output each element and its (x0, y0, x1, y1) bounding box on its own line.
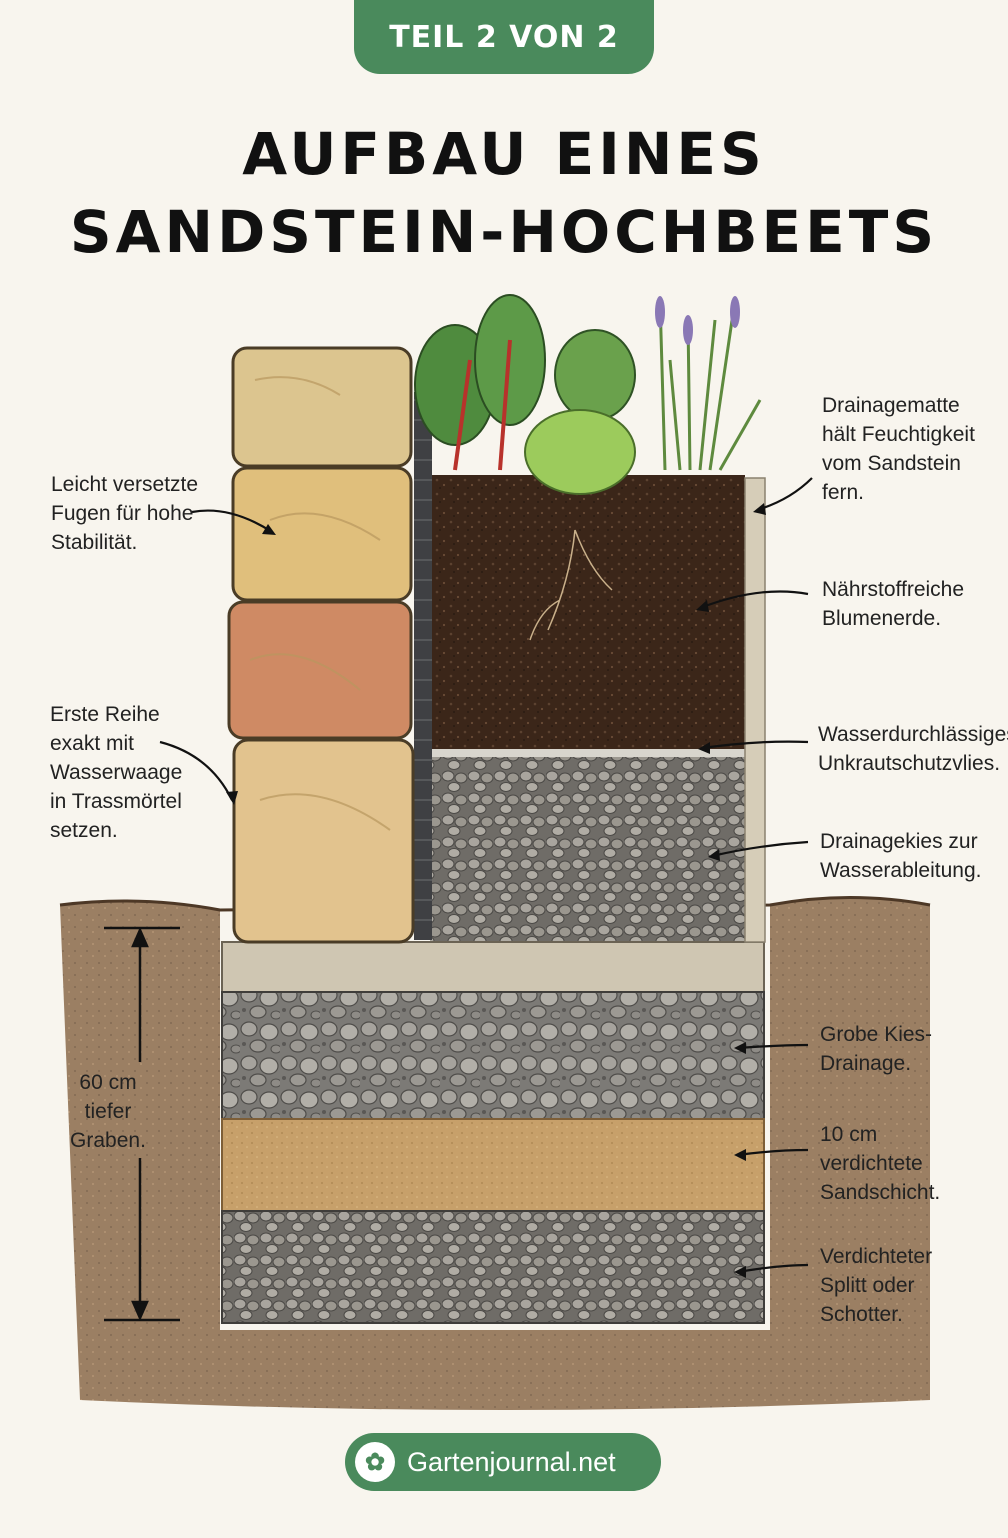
footer-site-name: Gartenjournal.net (407, 1446, 616, 1477)
label-line: Fugen für hohe (51, 502, 194, 525)
footer-site-badge[interactable]: ✿ Gartenjournal.net (345, 1433, 661, 1491)
label-weed-fleece: Wasserdurchlässiges Unkrautschutzvlies. (818, 720, 1008, 778)
foundation-layers (221, 941, 765, 1324)
label-line: Schotter. (820, 1303, 903, 1326)
label-line: hält Feuchtigkeit (822, 423, 975, 446)
arrow-heads (226, 503, 766, 1278)
label-sand-layer: 10 cm verdichtete Sandschicht. (820, 1120, 940, 1207)
page-title-line-1: AUFBAU EINES (242, 120, 766, 188)
label-line: 10 cm (820, 1123, 878, 1146)
leaf-logo-icon: ✿ (355, 1442, 395, 1482)
label-line: Sandschicht. (820, 1181, 941, 1204)
bed-interior (414, 392, 766, 943)
coarse-gravel-layer (221, 991, 765, 1120)
fleece-layer (430, 749, 745, 757)
label-offset-joints: Leicht versetzte Fugen für hohe Stabilit… (51, 470, 198, 557)
label-line: Wasserableitung. (820, 859, 982, 882)
drainage-gravel-layer (430, 757, 745, 941)
label-line: Unkrautschutzvlies. (818, 752, 1001, 775)
label-line: Splitt oder (820, 1274, 915, 1297)
label-line: Drainagematte (822, 394, 960, 417)
label-line: fern. (822, 481, 865, 504)
label-line: setzen. (50, 819, 118, 842)
label-line: Drainagekies zur (820, 830, 978, 853)
label-line: Grobe Kies- (820, 1023, 933, 1046)
roots (529, 529, 613, 641)
label-trench-depth: 60 cm tiefer Graben. (58, 1068, 158, 1155)
page-title-line-2: SANDSTEIN-HOCHBEETS (69, 198, 939, 266)
label-crushed-stone: Verdichteter Splitt oder Schotter. (820, 1242, 932, 1329)
label-drainage-gravel: Drainagekies zur Wasserableitung. (820, 827, 981, 885)
label-line: in Trassmörtel (50, 790, 182, 813)
label-soil: Nährstoffreiche Blumenerde. (822, 575, 964, 633)
label-line: tiefer (84, 1100, 132, 1123)
label-line: vom Sandstein (822, 452, 961, 475)
lettuce-head (524, 409, 636, 495)
label-first-row: Erste Reihe exakt mit Wasserwaage in Tra… (50, 700, 182, 845)
sandstone-wall (227, 346, 415, 944)
sand-layer (221, 1118, 765, 1212)
label-coarse-gravel: Grobe Kies- Drainage. (820, 1020, 932, 1078)
sandstone-block-3 (227, 600, 413, 740)
label-line: exakt mit (50, 732, 135, 755)
label-line: Blumenerde. (822, 607, 942, 630)
drainage-mat (414, 392, 432, 940)
label-line: Nährstoffreiche (822, 578, 965, 601)
herb-leaves (554, 329, 636, 421)
label-line: Graben. (70, 1129, 146, 1152)
label-line: Wasserwaage (50, 761, 183, 784)
right-edge-board (744, 477, 766, 943)
lavender-chives (658, 299, 762, 471)
concrete-footing (221, 941, 765, 993)
label-line: Verdichteter (820, 1245, 933, 1268)
label-line: Erste Reihe (50, 703, 160, 726)
sandstone-block-1 (231, 346, 413, 468)
label-line: verdichtete (820, 1152, 923, 1175)
sandstone-block-2 (231, 466, 413, 602)
label-line: 60 cm (79, 1071, 137, 1094)
sandstone-block-4 (232, 738, 415, 944)
depth-dimension (104, 926, 180, 1322)
leader-arrows (159, 477, 813, 1274)
label-line: Wasserdurchlässiges (818, 723, 1008, 746)
label-line: Leicht versetzte (51, 473, 199, 496)
label-line: Stabilität. (51, 531, 138, 554)
soil-layer (430, 475, 745, 753)
label-line: Drainage. (820, 1052, 912, 1075)
plants (414, 294, 762, 495)
label-drainage-mat: Drainagematte hält Feuchtigkeit vom Sand… (822, 391, 975, 507)
part-badge: TEIL 2 VON 2 (354, 0, 654, 74)
crushed-stone-layer (221, 1210, 765, 1324)
